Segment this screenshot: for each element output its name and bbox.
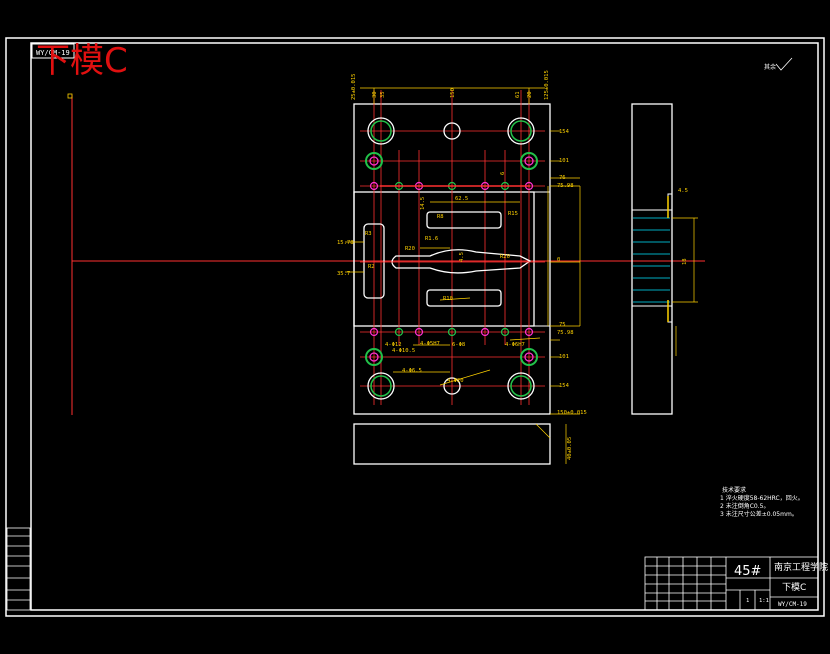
plan-dim-labels: 25±0.015 30 35 150 61 20 6 125±0.015 15.… <box>337 70 587 416</box>
roughness-note: 其余 <box>764 63 776 71</box>
inner-label-3: 62.5 <box>455 196 468 202</box>
inner-label-8: 4.5 <box>459 252 465 262</box>
hole-note-1: 4-Φ10.5 <box>392 348 415 354</box>
hole-note-5: 4-Φ6.5 <box>402 368 422 374</box>
inner-label-10: R20 <box>500 254 510 260</box>
dim-right-5: 75 <box>559 322 566 328</box>
inner-border <box>30 42 819 611</box>
dim-right-1: 101 <box>559 158 569 164</box>
dim-lines <box>345 87 581 415</box>
side-outline <box>631 103 673 415</box>
dim-left-0: 15.78 <box>337 240 354 246</box>
inner-label-5: R15 <box>508 211 518 217</box>
title-block <box>644 556 819 611</box>
drawing-title-red: 下模C <box>36 41 128 81</box>
plan-view: 25±0.015 30 35 150 61 20 6 125±0.015 15.… <box>337 70 587 465</box>
inner-label-9: R10 <box>443 296 453 302</box>
inner-label-7: R1.6 <box>425 236 438 242</box>
dim-top-0: 25±0.015 <box>351 74 357 101</box>
side-dim-0: 4.5 <box>678 188 688 194</box>
note-1: 1 淬火硬度58-62HRC，回火。 <box>720 494 804 502</box>
school-name: 南京工程学院 <box>774 561 828 573</box>
sheet-code: WY/CM-19 <box>36 49 70 57</box>
dim-right-4: 0 <box>557 257 560 263</box>
sheet-border <box>5 37 825 617</box>
upper-slot <box>426 211 502 229</box>
dim-top-2: 35 <box>380 91 386 98</box>
dim-right-2: 76 <box>559 175 566 181</box>
hole-note-0: 4-Φ12 <box>385 342 402 348</box>
dim-top-7: 125±0.015 <box>544 70 550 100</box>
hole-note-2: 4-Φ5H7 <box>420 341 440 347</box>
inner-label-6: R20 <box>405 246 415 252</box>
side-view: 4.5 18 <box>631 103 698 415</box>
material: 45# <box>734 564 761 579</box>
dim-top-4: 61 <box>515 91 521 98</box>
dim-right-6: 75.98 <box>557 330 574 336</box>
side-slot <box>363 223 385 299</box>
dim-right-7: 101 <box>559 354 569 360</box>
large-holes <box>367 117 535 400</box>
dim-top-3: 150 <box>450 88 456 98</box>
inner-label-2: 14.5 <box>420 197 426 210</box>
inner-label-0: R3 <box>365 231 372 237</box>
technical-notes: 技术要求 1 淬火硬度58-62HRC，回火。 2 未注倒角C0.5。 3 未注… <box>720 486 804 518</box>
dim-top-6: 6 <box>500 172 506 175</box>
center-profile <box>391 249 532 274</box>
part-name: 下模C <box>782 582 806 593</box>
sheet-code-tab <box>31 43 75 59</box>
left-strip <box>6 527 31 611</box>
hole-note-3: 4-Φ6H7 <box>505 342 525 348</box>
hole-centerlines-v <box>373 90 530 405</box>
dim-right-9: 150±0.015 <box>557 410 587 416</box>
note-3: 3 未注尺寸公差±0.05mm。 <box>720 510 798 518</box>
dim-right-3: 75.98 <box>557 183 574 189</box>
hole-note-4: 6-Φ8 <box>452 342 465 348</box>
roughness-symbol: 其余 <box>764 57 793 71</box>
dim-top-1: 30 <box>372 91 378 98</box>
side-hatch <box>633 217 670 303</box>
origin-marker <box>67 93 73 99</box>
dim-top-5: 20 <box>527 91 533 98</box>
inner-label-4: R8 <box>437 214 444 220</box>
counterbore-holes <box>365 152 538 366</box>
drawing-code: WY/CM-19 <box>778 601 807 608</box>
inner-label-1: R2 <box>368 264 375 270</box>
base-dim: 40±0.05 <box>567 437 573 460</box>
title-block-text: 45# 南京工程学院 下模C WY/CM-19 1:1 1 <box>734 561 828 608</box>
lower-slot <box>426 289 502 307</box>
base-chamfer <box>535 423 551 439</box>
side-dim-1: 18 <box>682 258 688 265</box>
dim-right-8: 154 <box>559 383 570 389</box>
note-2: 2 未注倒角C0.5。 <box>720 502 769 510</box>
side-dims <box>672 217 698 356</box>
notes-heading: 技术要求 <box>722 486 746 494</box>
dim-right-0: 154 <box>559 129 570 135</box>
hole-note-6: 4-Φ20 <box>447 378 464 384</box>
dim-left-1: 35.7 <box>337 271 350 277</box>
scale: 1:1 <box>759 598 769 604</box>
base-plate <box>353 423 551 465</box>
sheet-number: 1 <box>746 598 749 604</box>
